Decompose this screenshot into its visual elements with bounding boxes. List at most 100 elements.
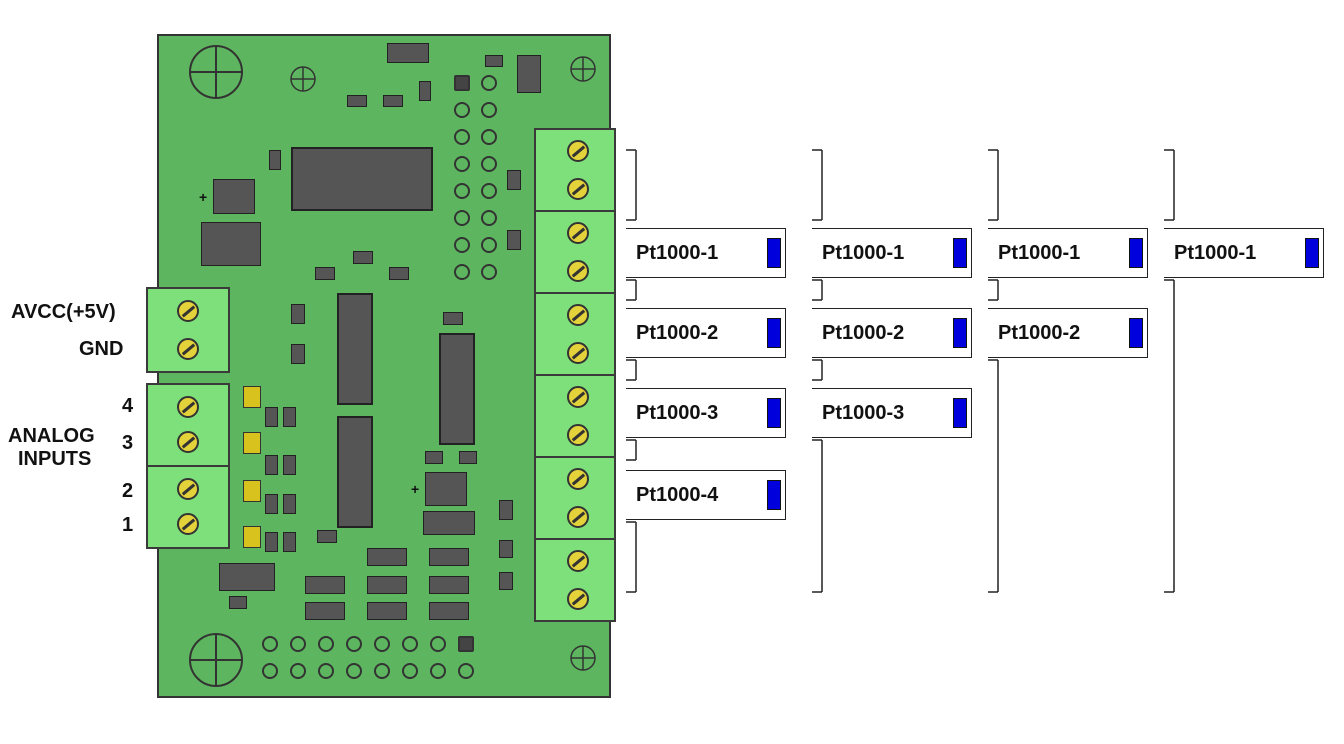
label-input-3: 3 (122, 432, 134, 454)
resistor (265, 455, 278, 475)
mounting-hole-bottom-left (189, 633, 243, 687)
screw-icon (567, 550, 589, 572)
pt1000-sensor: Pt1000-2 (626, 308, 786, 358)
header-pin-hole (262, 663, 278, 679)
header-pin-hole (402, 663, 418, 679)
smd-component (507, 230, 521, 250)
ic-dip-vertical-3 (439, 333, 475, 445)
header-pin-hole (402, 636, 418, 652)
smd-component (517, 55, 541, 93)
smd-component (425, 451, 443, 464)
header-pin-hole (454, 102, 470, 118)
label-inputs: INPUTS (18, 448, 92, 470)
terminal-block-sensor (534, 128, 616, 212)
diode (367, 602, 407, 620)
smd-component (383, 95, 403, 107)
smd-component (269, 150, 281, 170)
terminal-block-sensor (534, 456, 616, 540)
header-pin-hole (481, 210, 497, 226)
resistor (283, 494, 296, 514)
inductor (201, 222, 261, 266)
smd-component (353, 251, 373, 264)
resistor (283, 532, 296, 552)
header-pin-hole (454, 210, 470, 226)
capacitor-tantalum (425, 472, 467, 506)
smd-component (499, 540, 513, 558)
screw-icon (567, 468, 589, 490)
resistor (283, 455, 296, 475)
header-pin-hole (290, 663, 306, 679)
mounting-hole-top-left (189, 45, 243, 99)
pt1000-sensor: Pt1000-1 (812, 228, 972, 278)
smd-component (499, 572, 513, 590)
resistor (283, 407, 296, 427)
header-pin-hole (318, 663, 334, 679)
smd-component (219, 563, 275, 591)
smd-component (317, 530, 337, 543)
header-pin-hole (481, 75, 497, 91)
sensor-tip (953, 318, 967, 348)
terminal-block-power (146, 287, 230, 373)
smd-component (459, 451, 477, 464)
diode (367, 548, 407, 566)
screw-icon (177, 431, 199, 453)
smd-component (291, 344, 305, 364)
sensor-tip (767, 480, 781, 510)
smd-component (485, 55, 503, 67)
screw-icon (177, 338, 199, 360)
capacitor-tantalum (213, 179, 255, 214)
resistor (265, 407, 278, 427)
screw-icon (567, 342, 589, 364)
smd-component (389, 267, 409, 280)
smd-component (347, 95, 367, 107)
label-analog: ANALOG (8, 425, 95, 447)
sensor-tip (1129, 318, 1143, 348)
header-pin-hole (481, 264, 497, 280)
header-pin-hole (481, 156, 497, 172)
header-pin-hole (374, 663, 390, 679)
screw-icon (567, 140, 589, 162)
header-pin-hole (458, 663, 474, 679)
ic-dip-vertical-2 (337, 416, 373, 528)
resistor (265, 532, 278, 552)
screw-icon (567, 178, 589, 200)
sensor-tip (953, 398, 967, 428)
sensor-label: Pt1000-1 (636, 242, 719, 264)
header-pin-hole (346, 663, 362, 679)
diode (429, 548, 469, 566)
sensor-label: Pt1000-2 (636, 322, 719, 344)
sensor-tip (767, 318, 781, 348)
pt1000-sensor: Pt1000-3 (812, 388, 972, 438)
led (243, 432, 261, 454)
terminal-block-sensor (534, 292, 616, 376)
diode (367, 576, 407, 594)
header-pin-hole (481, 183, 497, 199)
pt1000-sensor: Pt1000-1 (1164, 228, 1324, 278)
header-pin-hole (454, 237, 470, 253)
smd-component (507, 170, 521, 190)
screw-icon (567, 260, 589, 282)
pt1000-sensor: Pt1000-1 (988, 228, 1148, 278)
header-pin-hole (430, 636, 446, 652)
screw-icon (567, 304, 589, 326)
led (243, 526, 261, 548)
header-pin-hole (481, 237, 497, 253)
screw-icon (567, 588, 589, 610)
resistor (265, 494, 278, 514)
header-pin-hole (454, 75, 470, 91)
screw-icon (177, 396, 199, 418)
sensor-label: Pt1000-2 (822, 322, 905, 344)
smd-component (387, 43, 429, 63)
smd-component (229, 596, 247, 609)
terminal-block-sensor (534, 210, 616, 294)
screw-icon (177, 513, 199, 535)
terminal-block-inputs-3-4 (146, 383, 230, 469)
sensor-label: Pt1000-3 (636, 402, 719, 424)
label-input-1: 1 (122, 514, 134, 536)
screw-icon (177, 300, 199, 322)
header-pin-hole (262, 636, 278, 652)
ic-dip-vertical-1 (337, 293, 373, 405)
header-pin-hole (454, 264, 470, 280)
